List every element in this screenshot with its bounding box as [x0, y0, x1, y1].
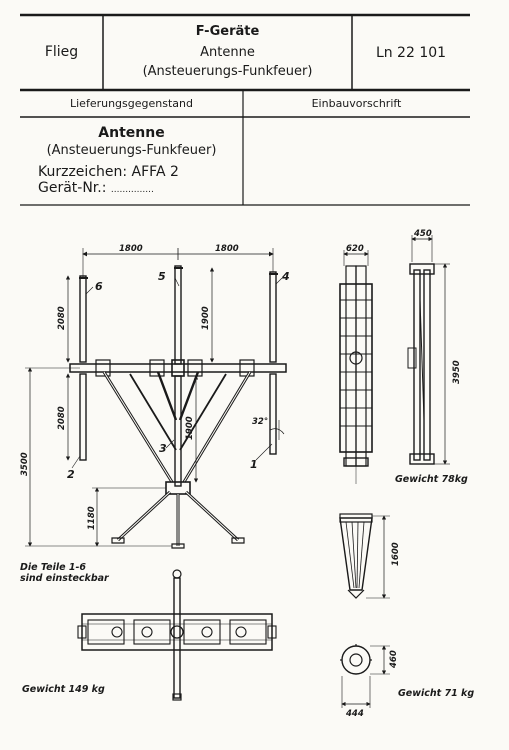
installation-spec-heading: Einbauvorschrift [311, 97, 402, 110]
part-number-4: 4 [281, 270, 290, 283]
packed-small-top-view [340, 644, 390, 708]
dim-top-left: 1800 [119, 244, 143, 254]
dim-center-lower: 1900 [185, 416, 195, 440]
dim-mast-lower: 2080 [57, 406, 67, 430]
delivery-item-heading: Lieferungsgegenstand [70, 97, 193, 110]
part-number-5: 5 [158, 270, 166, 283]
dim-packed-height: 3950 [452, 360, 462, 384]
device-number-row: Gerät-Nr.: ............... [38, 180, 154, 196]
antenna-plan-view [77, 569, 277, 701]
dim-mast-upper: 2080 [57, 306, 67, 330]
packed-side-view [407, 235, 450, 465]
dim-angle: 32° [252, 417, 268, 427]
dim-center-upper: 1900 [201, 306, 211, 330]
item-name: Antenne [98, 125, 165, 141]
part-number-1: 1 [250, 458, 258, 471]
weight-small: Gewicht 71 kg [398, 688, 475, 699]
item-code-row: Kurzzeichen: AFFA 2 [38, 164, 179, 180]
device-number-value: ............... [110, 185, 154, 195]
item-subtitle: (Ansteuerungs-Funkfeuer) [46, 143, 217, 158]
part-number-3: 3 [159, 442, 167, 455]
parts-note-line2: sind einsteckbar [20, 573, 109, 584]
packed-small-view [339, 513, 390, 599]
parts-note-line1: Die Teile 1-6 [20, 562, 87, 573]
device-number-label: Gerät-Nr.: [38, 180, 107, 196]
dim-total-height: 3500 [20, 452, 30, 476]
dim-small-height: 1600 [391, 542, 401, 566]
weight-main: Gewicht 149 kg [22, 684, 105, 695]
part-number-6: 6 [95, 280, 103, 293]
dim-small-width: 444 [345, 709, 364, 719]
packed-front-view [339, 250, 373, 484]
department-label: Flieg [44, 44, 79, 60]
document-subtitle-detail: (Ansteuerungs-Funkfeuer) [142, 64, 313, 79]
dim-top-right: 1800 [215, 244, 239, 254]
dim-base-height: 1180 [87, 506, 97, 530]
dim-front-width: 620 [346, 244, 364, 254]
dim-small-base: 460 [389, 650, 399, 669]
document-title: F-Geräte [195, 24, 260, 39]
weight-packed: Gewicht 78kg [395, 474, 468, 485]
dim-side-width: 450 [413, 229, 432, 239]
item-code-label: Kurzzeichen: [38, 164, 128, 180]
document-subtitle: Antenne [200, 45, 255, 60]
item-code-value: AFFA 2 [131, 164, 179, 180]
header-table-lines [20, 13, 470, 206]
antenna-elevation-view [25, 248, 287, 549]
document-number: Ln 22 101 [375, 45, 447, 61]
part-number-2: 2 [67, 468, 75, 481]
